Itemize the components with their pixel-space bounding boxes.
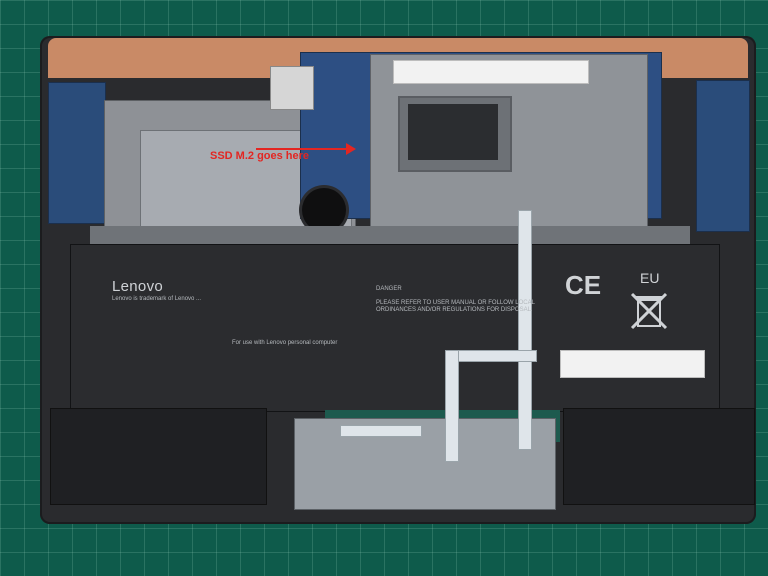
mainboard-sticker [393,60,589,84]
ribbon-cable-lower [445,350,459,462]
battery-text-left: Lenovo is trademark of Lenovo ... [112,296,202,302]
wifi-card [270,66,314,110]
ssd-annotation: SSD M.2 goes here [210,150,310,162]
battery-top-frame [90,226,690,246]
battery-danger-text: DANGER [376,286,402,292]
recycle-bin-icon [630,292,668,330]
speaker-right [563,408,755,505]
heatsink-core [408,104,498,160]
battery-text-mid: For use with Lenovo personal computer [232,340,338,346]
touchpad-bracket [294,418,556,510]
battery-pack [70,244,720,412]
right-io-board [696,80,750,232]
battery-brand: Lenovo [112,278,164,295]
eu-mark: EU [640,270,660,286]
battery-text-right: PLEASE REFER TO USER MANUAL OR FOLLOW LO… [376,300,535,313]
arrow-icon [256,148,348,150]
battery-sticker [560,350,705,378]
arrowhead-icon [346,143,356,155]
coin-cell-battery [302,188,346,232]
left-io-board [48,82,106,224]
ribbon-cable-touchpad [340,425,422,437]
ce-mark: CE [565,270,602,300]
ribbon-cable-vertical [518,210,532,450]
speaker-left [50,408,267,505]
